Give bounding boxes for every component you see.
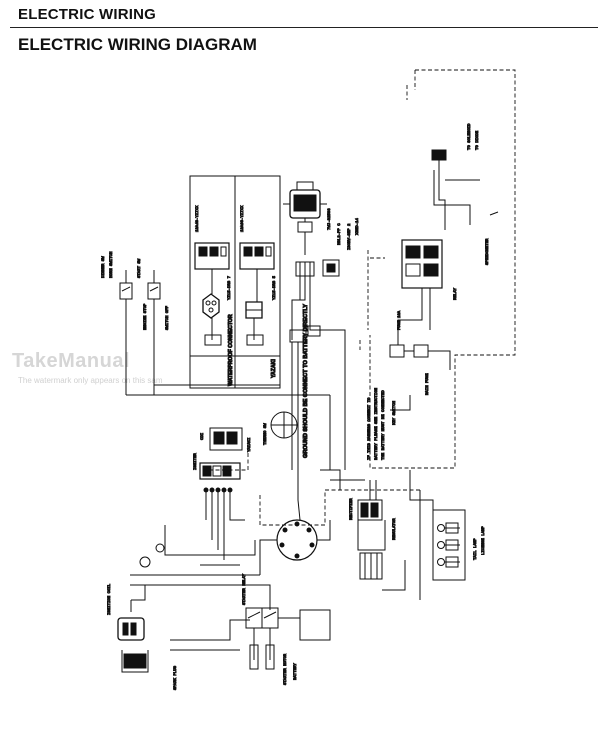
svg-text:FUSE 10A: FUSE 10A (398, 310, 402, 330)
right-connectors: RECTIFIER REGULATOR (350, 480, 406, 591)
svg-text:HORN SWITCH: HORN SWITCH (110, 251, 114, 278)
svg-text:THERMO SW: THERMO SW (264, 423, 268, 445)
svg-text:ENGINE STOP: ENGINE STOP (144, 303, 148, 330)
svg-text:TO DIODE: TO DIODE (476, 130, 480, 150)
waterproof-connector-label: WATERPROOF CONNECTOR (228, 314, 234, 386)
svg-text:RECTIFIER: RECTIFIER (350, 498, 354, 520)
main-harness-wires (289, 276, 346, 521)
svg-text:STARTER RELAY: STARTER RELAY (243, 573, 247, 605)
watermark-subtext: The watermark only appears on this sam (18, 376, 163, 385)
svg-text:ISOMV-SEP 2: ISOMV-SEP 2 (348, 223, 352, 250)
cdi-unit: IGNITER CDI YAZAKI (194, 427, 253, 560)
ignition-coil: IGNITION COIL SPARK PLUG (108, 543, 179, 691)
svg-text:TO SOLENOID: TO SOLENOID (468, 123, 472, 150)
svg-text:BATTERY PLEASE SEE INSTRUCTION: BATTERY PLEASE SEE INSTRUCTION (375, 387, 379, 460)
ground-note: GROUND SHOULD BE CONNECT TO BATTERY DIRE… (303, 304, 309, 458)
svg-text:REGULATOR: REGULATOR (393, 518, 397, 540)
svg-text:SWITCH OFF: SWITCH OFF (166, 305, 170, 330)
svg-text:RELAY: RELAY (454, 287, 458, 300)
header-title: ELECTRIC WIRING (18, 6, 156, 23)
svg-text:18A60-YZ7XX: 18A60-YZ7XX (241, 205, 245, 232)
waterproof-connector-box: 18A40-YZ7XX 18A60-YZ7XX YZ15-DRS 7 YZ15-… (189, 175, 281, 389)
svg-text:IGNITER: IGNITER (194, 453, 198, 470)
svg-text:KEY SWITCH: KEY SWITCH (393, 400, 397, 425)
svg-text:7WJ-82508: 7WJ-82508 (328, 208, 332, 230)
page-header: ELECTRIC WIRING (10, 3, 598, 28)
svg-text:CDI: CDI (201, 433, 205, 440)
svg-text:IF THIS HARNESS CONNECT TO: IF THIS HARNESS CONNECT TO (368, 397, 372, 460)
svg-text:X3MD-14: X3MD-14 (356, 218, 360, 235)
watermark: TakeManual (12, 350, 130, 372)
svg-text:STARTER MOTOR: STARTER MOTOR (284, 653, 288, 685)
svg-text:YZ15-DRS 7: YZ15-DRS 7 (228, 275, 232, 300)
svg-text:TAIL LAMP: TAIL LAMP (474, 538, 478, 560)
starter-relay: STARTER RELAY STARTER MOTOR BATTERY (243, 573, 331, 686)
regulator-component: 7WJ-82508 HSL2-PP C ISOMV-SEP 2 X3MD-14 (283, 181, 361, 277)
right-trunk-wires (329, 350, 425, 600)
thermo-switch: THERMO SW (264, 411, 298, 446)
right-note-text: IF THIS HARNESS CONNECT TO BATTERY PLEAS… (368, 387, 387, 461)
svg-text:IGNITION COIL: IGNITION COIL (108, 583, 112, 615)
handlebar-switches: DIMMER SW HORN SWITCH START SW ENGINE ST… (102, 250, 171, 395)
yazaki-label: YAZAKI (271, 359, 277, 378)
upper-right-unit: TO SOLENOID TO DIODE SPEEDOMETER RELAY F… (389, 122, 499, 426)
svg-text:LICENSE LAMP: LICENSE LAMP (482, 526, 486, 555)
svg-text:SPEEDOMETER: SPEEDOMETER (486, 238, 490, 265)
generator-stator (259, 519, 331, 575)
svg-text:SPARK PLUG: SPARK PLUG (174, 665, 178, 690)
svg-text:BATTERY: BATTERY (294, 663, 298, 680)
svg-text:START SW: START SW (138, 258, 142, 278)
indicator-lamps: TAIL LAMP LICENSE LAMP (425, 499, 487, 581)
svg-text:HSL2-PP C: HSL2-PP C (338, 223, 342, 245)
svg-text:DIMMER SW: DIMMER SW (102, 256, 106, 278)
lower-harness (130, 469, 365, 651)
svg-text:THE BATTERY MUST BE CONNECTED: THE BATTERY MUST BE CONNECTED (382, 390, 386, 460)
svg-text:MAIN FUSE: MAIN FUSE (426, 373, 430, 395)
diagram-title: ELECTRIC WIRING DIAGRAM (18, 35, 257, 54)
svg-text:18A40-YZ7XX: 18A40-YZ7XX (196, 205, 200, 232)
svg-text:YZ15-DRS 5: YZ15-DRS 5 (273, 275, 277, 300)
svg-text:YAZAKI: YAZAKI (248, 438, 252, 452)
